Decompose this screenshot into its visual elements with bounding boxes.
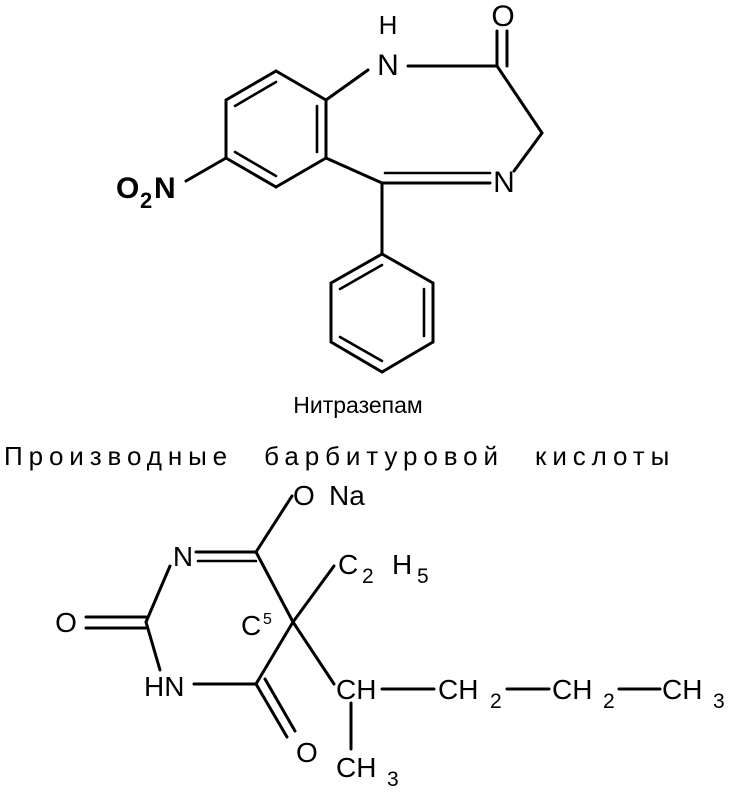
atom-n4: N xyxy=(493,166,515,199)
ch2-a-sub: 2 xyxy=(490,690,502,713)
c6-carbonyl-bond-a xyxy=(254,682,289,739)
atom-c5: C xyxy=(241,610,261,641)
c6-carbonyl-bond-b xyxy=(263,677,297,733)
ethyl-h: H xyxy=(392,549,412,580)
atom-c5-superscript: 5 xyxy=(263,611,272,628)
ch2-b-sub: 2 xyxy=(603,690,615,713)
ethyl-bond xyxy=(291,564,336,624)
atom-n1: N xyxy=(377,49,399,82)
nitro-subscript: 2 xyxy=(140,188,152,213)
atom-o-top: O xyxy=(293,480,315,511)
phenyl-ring xyxy=(329,181,435,374)
atom-o-left: O xyxy=(55,607,77,638)
atom-ch: CH xyxy=(336,674,376,705)
atom-o-carbonyl: O xyxy=(491,0,514,33)
pyrimidine-ring xyxy=(144,550,295,686)
benzo-ring xyxy=(224,69,328,189)
nitrazepam-structure: H N O N O 2 N xyxy=(116,0,544,374)
ethyl-sub-1: 2 xyxy=(362,565,374,588)
ch2-b-label: CH 2 xyxy=(552,674,615,713)
ch3-branch: CH xyxy=(336,752,376,783)
nitro-o: O xyxy=(116,172,139,205)
diazepine-ring xyxy=(324,29,544,185)
ch2-a-label: CH 2 xyxy=(438,674,502,713)
pentyl-bond xyxy=(291,620,336,686)
ethyl-sub-2: 5 xyxy=(417,565,429,588)
nitro-n: N xyxy=(154,172,176,205)
ch3-end: CH xyxy=(662,674,702,705)
nitro-group-label: O 2 N xyxy=(116,172,176,213)
barbiturate-structure: O Na N O C 5 HN O C 2 H 5 CH CH 2 CH 2 C… xyxy=(55,480,725,791)
atom-hn: HN xyxy=(144,671,184,702)
ch2-b: CH xyxy=(552,674,592,705)
ona-bond xyxy=(254,494,294,554)
ethyl-c: C xyxy=(338,549,358,580)
atom-o-bottom: O xyxy=(296,737,318,768)
ch3-end-sub: 3 xyxy=(713,690,725,713)
atom-na: Na xyxy=(329,480,365,511)
atom-n-ring: N xyxy=(173,541,193,572)
ch3-end-label: CH 3 xyxy=(662,674,725,713)
ch3-branch-sub: 3 xyxy=(387,768,399,791)
nitrazepam-caption: Нитразепам xyxy=(293,392,422,418)
ch2-a: CH xyxy=(438,674,478,705)
ch3-branch-label: CH 3 xyxy=(336,752,399,791)
atom-h: H xyxy=(379,10,398,40)
ethyl-group-label: C 2 H 5 xyxy=(338,549,429,588)
barbiturate-heading: Производные барбитуровой кислоты xyxy=(4,441,675,471)
nitro-bond xyxy=(184,156,228,183)
